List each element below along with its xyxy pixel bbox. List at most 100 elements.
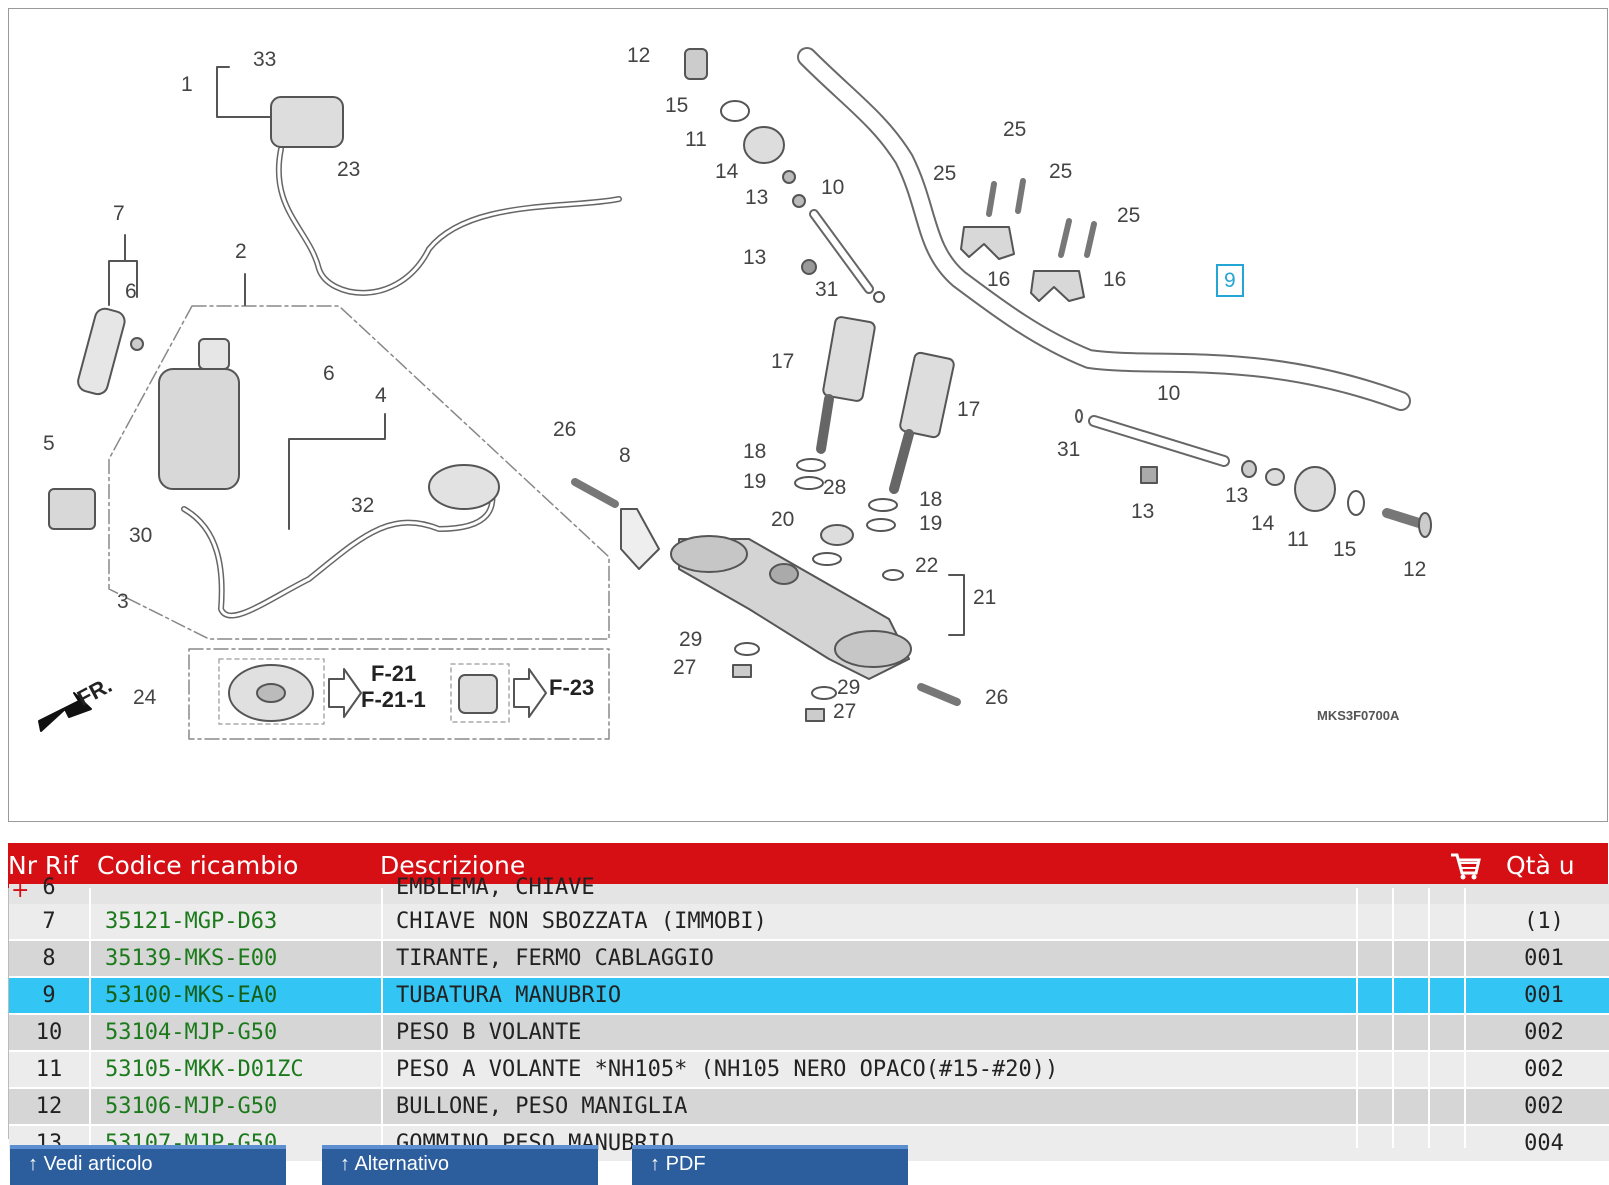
callout-17b: 17 — [957, 398, 981, 421]
exploded-view-drawing — [38, 47, 1432, 740]
ref-label-f21-1[interactable]: F-21-1 — [361, 687, 426, 712]
row-part-code[interactable]: 53106-MJP-G50 — [105, 1094, 278, 1119]
row-desc: TUBATURA MANUBRIO — [396, 983, 622, 1008]
callout-7: 7 — [113, 202, 125, 225]
callout-22: 22 — [915, 554, 939, 577]
column-separator — [1392, 888, 1394, 1148]
callout-3: 3 — [117, 590, 129, 613]
callout-32: 32 — [351, 494, 375, 517]
row-desc: PESO B VOLANTE — [396, 1020, 582, 1045]
callout-31: 31 — [815, 278, 839, 301]
callout-29b: 29 — [837, 676, 861, 699]
diagram-code: MKS3F0700A — [1317, 708, 1400, 723]
cart-icon[interactable] — [1448, 851, 1482, 881]
row-desc: BULLONE, PESO MANIGLIA — [396, 1094, 688, 1119]
header-codice-ricambio[interactable]: Codice ricambio — [97, 851, 299, 880]
row-desc: CHIAVE NON SBOZZATA (IMMOBI) — [396, 909, 767, 934]
button-label: Vedi articolo — [43, 1153, 153, 1175]
table-row[interactable]: 10 53104-MJP-G50 PESO B VOLANTE 002 — [9, 1015, 1609, 1052]
pdf-button[interactable]: ↑ PDF — [632, 1145, 908, 1185]
callout-25d: 25 — [1117, 204, 1141, 227]
callout-13b: 13 — [743, 246, 767, 269]
row-qty: 004 — [1524, 1131, 1564, 1156]
callout-14: 14 — [715, 160, 739, 183]
parts-diagram: 33 1 23 7 6 2 6 4 5 32 30 3 24 12 15 11 … — [8, 8, 1608, 822]
callout-16: 16 — [987, 268, 1011, 291]
row-nr: 6 — [42, 875, 56, 900]
callout-9-highlighted[interactable]: 9 — [1216, 264, 1244, 297]
callout-31b: 31 — [1057, 438, 1081, 461]
alternative-button[interactable]: ↑ Alternativo — [322, 1145, 598, 1185]
row-nr: 11 — [35, 1057, 63, 1082]
header-nr-rif[interactable]: Nr Rif — [8, 851, 79, 880]
add-icon[interactable]: + — [11, 878, 30, 903]
ref-label-f21[interactable]: F-21 — [371, 661, 417, 686]
table-row-selected[interactable]: 9 53100-MKS-EA0 TUBATURA MANUBRIO 001 — [9, 978, 1609, 1015]
callout-11: 11 — [685, 128, 707, 151]
callout-19b: 19 — [919, 512, 943, 535]
callout-27b: 27 — [833, 700, 857, 723]
callout-15b: 15 — [1333, 538, 1357, 561]
row-part-code[interactable]: 53105-MKK-D01ZC — [105, 1057, 304, 1082]
row-qty: 002 — [1524, 1057, 1564, 1082]
callout-25b: 25 — [1003, 118, 1027, 141]
callout-6b: 6 — [323, 362, 335, 385]
callout-26b: 26 — [985, 686, 1009, 709]
button-label: PDF — [665, 1153, 706, 1175]
row-qty: 001 — [1524, 983, 1564, 1008]
callout-25: 25 — [933, 162, 957, 185]
view-article-button[interactable]: ↑ Vedi articolo — [10, 1145, 286, 1185]
column-separator — [381, 888, 383, 1148]
table-header: Nr Rif Codice ricambio Descrizione Qtà u — [8, 843, 1608, 888]
row-nr: 8 — [42, 946, 56, 971]
table-row[interactable]: 11 53105-MKK-D01ZC PESO A VOLANTE *NH105… — [9, 1052, 1609, 1089]
callout-19: 19 — [743, 470, 767, 493]
callout-2: 2 — [235, 240, 247, 263]
callout-33: 33 — [253, 48, 277, 71]
callout-17: 17 — [771, 350, 795, 373]
callout-13: 13 — [745, 186, 769, 209]
header-qty[interactable]: Qtà u — [1506, 851, 1575, 880]
table-row[interactable]: 12 53106-MJP-G50 BULLONE, PESO MANIGLIA … — [9, 1089, 1609, 1126]
callout-21: 21 — [973, 586, 997, 609]
table-body[interactable]: + 6 EMBLEMA, CHIAVE 7 35121-MGP-D63 CHIA… — [8, 875, 1609, 1163]
header-descrizione[interactable]: Descrizione — [380, 851, 526, 880]
callout-27: 27 — [673, 656, 697, 679]
row-nr: 9 — [42, 983, 56, 1008]
callout-29: 29 — [679, 628, 703, 651]
callout-1: 1 — [181, 73, 193, 96]
callout-13c: 13 — [1131, 500, 1155, 523]
table-row-partial-top[interactable]: + 6 EMBLEMA, CHIAVE — [9, 875, 1609, 904]
row-part-code[interactable]: 53104-MJP-G50 — [105, 1020, 278, 1045]
callout-18b: 18 — [919, 488, 943, 511]
row-qty: 002 — [1524, 1094, 1564, 1119]
callout-11b: 11 — [1287, 528, 1309, 551]
callout-4: 4 — [375, 384, 387, 407]
callout-8: 8 — [619, 444, 631, 467]
row-desc: EMBLEMA, CHIAVE — [396, 875, 595, 900]
callout-5: 5 — [43, 432, 55, 455]
row-qty: (1) — [1524, 909, 1564, 934]
table-row[interactable]: 8 35139-MKS-E00 TIRANTE, FERMO CABLAGGIO… — [9, 941, 1609, 978]
callout-20: 20 — [771, 508, 795, 531]
row-desc: TIRANTE, FERMO CABLAGGIO — [396, 946, 714, 971]
callout-10: 10 — [821, 176, 845, 199]
table-row[interactable]: 7 35121-MGP-D63 CHIAVE NON SBOZZATA (IMM… — [9, 904, 1609, 941]
callout-30: 30 — [129, 524, 153, 547]
callout-18: 18 — [743, 440, 767, 463]
callout-16b: 16 — [1103, 268, 1127, 291]
ref-label-f23[interactable]: F-23 — [549, 675, 595, 700]
column-separator — [1428, 888, 1430, 1148]
callout-28: 28 — [823, 476, 847, 499]
row-part-code[interactable]: 53100-MKS-EA0 — [105, 983, 278, 1008]
arrow-icon: ↑ — [650, 1153, 666, 1175]
callout-15: 15 — [665, 94, 689, 117]
column-separator — [89, 888, 91, 1148]
row-part-code[interactable]: 35121-MGP-D63 — [105, 909, 278, 934]
row-nr: 12 — [35, 1094, 63, 1119]
row-nr: 10 — [35, 1020, 63, 1045]
callout-13d: 13 — [1225, 484, 1249, 507]
arrow-icon: ↑ — [28, 1153, 44, 1175]
column-separator — [1356, 888, 1358, 1148]
row-part-code[interactable]: 35139-MKS-E00 — [105, 946, 278, 971]
